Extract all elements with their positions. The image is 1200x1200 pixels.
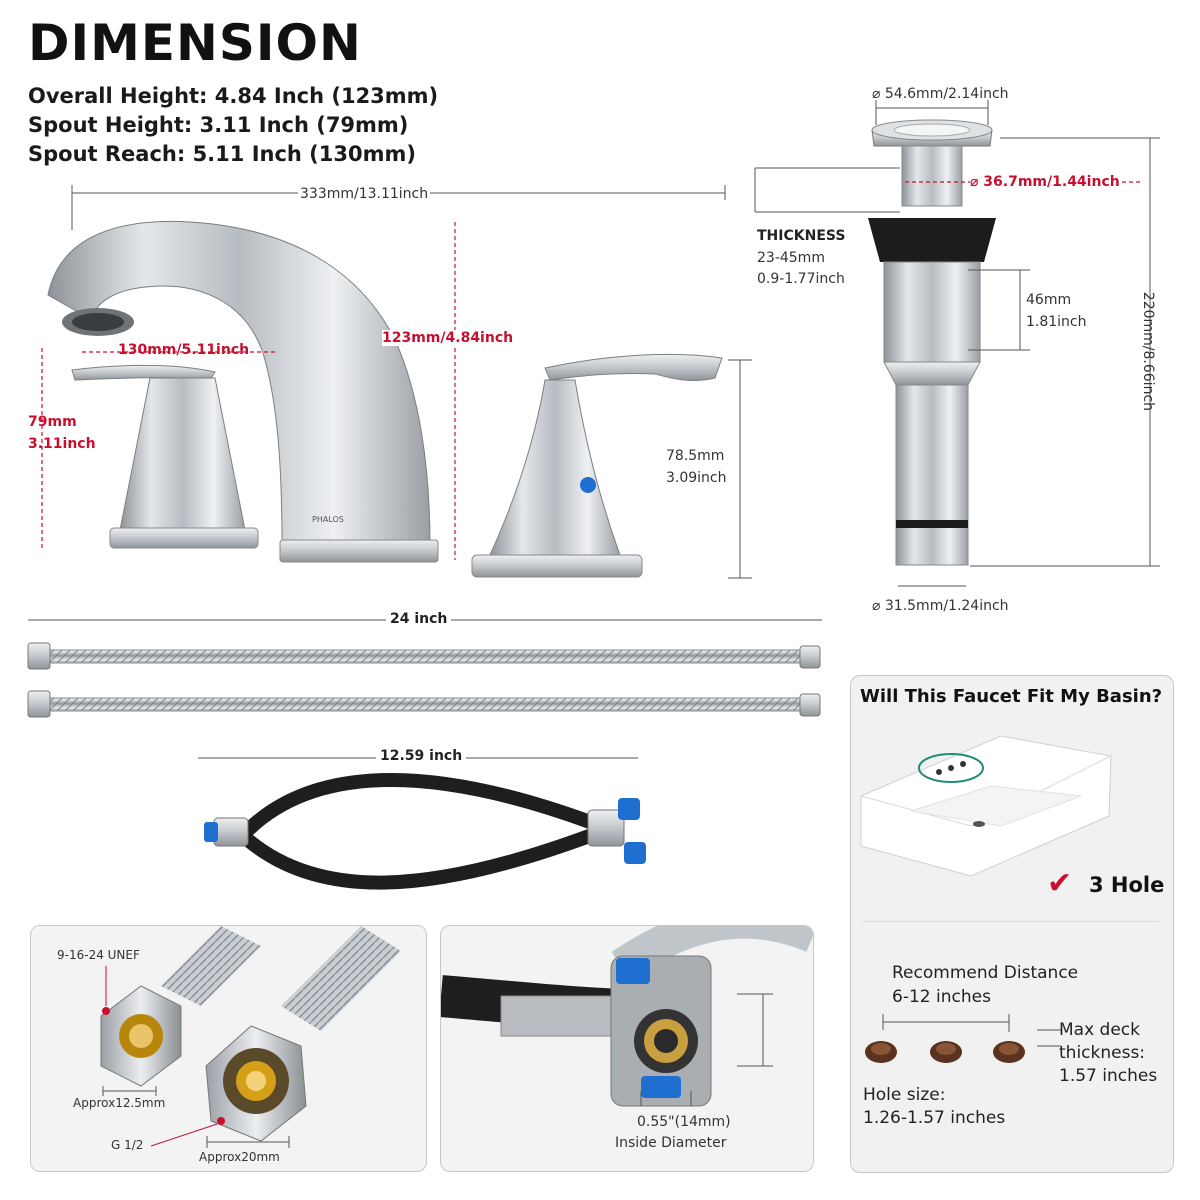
page-title: DIMENSION xyxy=(28,14,362,72)
deck-thickness-line1: Max deck xyxy=(1059,1020,1140,1040)
drain-total-length-label: 220mm/8.66inch xyxy=(1140,291,1157,412)
drain-segment-mm: 46mm xyxy=(1026,292,1072,308)
deck-thickness-line3: 1.57 inches xyxy=(1059,1066,1158,1086)
drain-thickness-in: 0.9-1.77inch xyxy=(757,271,845,287)
tee-diameter-label: 0.55"(14mm) xyxy=(637,1114,731,1130)
basin-fit-panel: Will This Faucet Fit My Basin? ✔ 3 Hole … xyxy=(850,675,1174,1173)
handle-height-in-label: 3.09inch xyxy=(666,470,727,486)
tee-connector-drawing xyxy=(441,926,813,1107)
connector-hose-length-label: 12.59 inch xyxy=(376,748,467,764)
spec-overall-height: Overall Height: 4.84 Inch (123mm) xyxy=(28,84,439,108)
drain-inner-diameter-label: ⌀ 36.7mm/1.44inch xyxy=(970,174,1120,190)
recommend-distance-line2: 6-12 inches xyxy=(892,987,991,1007)
drain-segment-in: 1.81inch xyxy=(1026,314,1087,330)
faucet-spout xyxy=(47,220,439,563)
spout-height-mm-label: 79mm xyxy=(28,414,77,430)
drain-thickness-title: THICKNESS xyxy=(757,228,846,244)
faucet-red-dimensions xyxy=(41,222,456,560)
faucet-reach-label: 130mm/5.11inch xyxy=(118,342,250,358)
faucet-height-label: 123mm/4.84inch xyxy=(382,330,514,346)
hole-spacing-drawing xyxy=(865,1014,1061,1063)
supply-lines xyxy=(27,619,822,718)
connector-hose xyxy=(198,757,646,890)
thread-detail-panel: 9-16-24 UNEF Approx12.5mm G 1/2 Approx20… xyxy=(30,925,427,1172)
thread-approx-large-label: Approx20mm xyxy=(199,1150,280,1164)
supply-line-length-label: 24 inch xyxy=(386,611,452,627)
drain-bottom-diameter-label: ⌀ 31.5mm/1.24inch xyxy=(872,598,1009,614)
deck-thickness-line2: thickness: xyxy=(1059,1043,1146,1063)
spec-list: Overall Height: 4.84 Inch (123mm) Spout … xyxy=(28,82,438,169)
faucet-width-label: 333mm/13.11inch xyxy=(298,186,431,203)
faucet-right-handle xyxy=(471,353,723,578)
tee-connector-panel: 0.55"(14mm) Inside Diameter xyxy=(440,925,814,1172)
check-icon: ✔ xyxy=(1047,866,1073,901)
thread-g-size-label: G 1/2 xyxy=(111,1138,144,1152)
hole-count-label: 3 Hole xyxy=(1089,873,1165,897)
fit-divider xyxy=(863,921,1159,922)
spec-spout-height: Spout Height: 3.11 Inch (79mm) xyxy=(28,113,409,137)
thread-approx-small-label: Approx12.5mm xyxy=(73,1096,166,1110)
thread-size-label: 9-16-24 UNEF xyxy=(57,948,140,962)
brand-text: PHALOS xyxy=(312,515,344,524)
tee-diameter-caption: Inside Diameter xyxy=(615,1135,727,1151)
hole-size-line2: 1.26-1.57 inches xyxy=(863,1108,1006,1128)
recommend-distance-line1: Recommend Distance xyxy=(892,963,1079,983)
drain-thickness-mm: 23-45mm xyxy=(757,250,825,266)
handle-height-mm-label: 78.5mm xyxy=(666,448,725,464)
spout-height-in-label: 3.11inch xyxy=(28,436,96,452)
drain-top-diameter-label: ⌀ 54.6mm/2.14inch xyxy=(872,86,1009,102)
basin-drawing xyxy=(860,735,1112,877)
drain-dimension-lines xyxy=(754,100,1160,587)
pop-up-drain xyxy=(868,119,996,566)
thread-fittings-drawing xyxy=(100,926,401,1148)
hole-size-line1: Hole size: xyxy=(863,1085,946,1105)
faucet-left-handle xyxy=(71,364,259,549)
basin-fit-question: Will This Faucet Fit My Basin? xyxy=(860,686,1163,707)
spec-spout-reach: Spout Reach: 5.11 Inch (130mm) xyxy=(28,142,416,166)
